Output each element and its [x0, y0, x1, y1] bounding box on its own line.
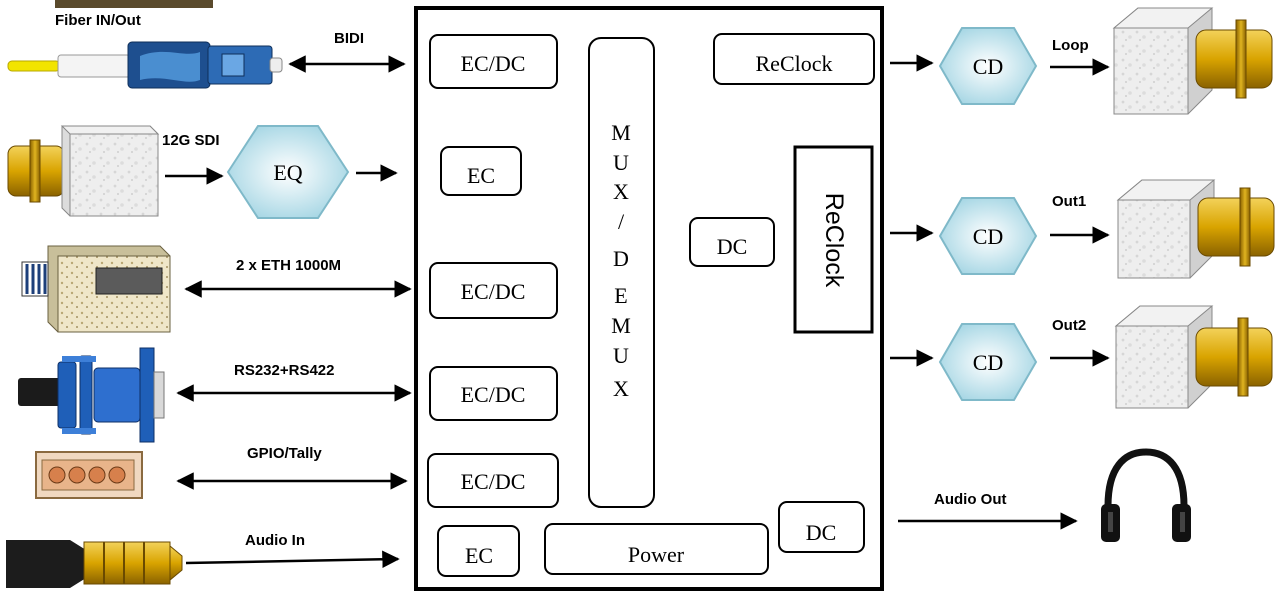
out1-output: CD Out1: [890, 179, 1275, 279]
eq-label: EQ: [273, 160, 302, 185]
audio-out-label: Audio Out: [934, 491, 1006, 508]
ec-block-2: [437, 525, 520, 577]
out2-label: Out2: [1052, 317, 1086, 334]
ecdc-block-2: [429, 262, 558, 319]
cd-label-out2: CD: [973, 350, 1004, 375]
eth-label: 2 x ETH 1000M: [236, 257, 341, 274]
power-block: [544, 523, 769, 575]
ecdc-block-1-label: EC/DC: [461, 51, 526, 76]
sdi-label: 12G SDI: [162, 132, 220, 149]
reclock-top-label: ReClock: [756, 51, 833, 76]
reclock-vertical-block: [793, 145, 874, 334]
svg-text:/: /: [618, 209, 625, 234]
ecdc-block-3: [429, 366, 558, 421]
audio-in-arrow: [185, 550, 400, 569]
ec-block-1: [440, 146, 522, 196]
svg-text:X: X: [613, 179, 629, 204]
ethernet-jack-icon: [21, 245, 171, 333]
gpio-label: GPIO/Tally: [247, 445, 322, 462]
db9-connector-icon: [18, 347, 165, 443]
terminal-block-icon: [35, 451, 143, 499]
out2-output: CD Out2: [890, 305, 1273, 409]
fiber-top-strip: [55, 0, 213, 8]
dc-bottom-label: DC: [806, 520, 837, 545]
fiber-title: Fiber IN/Out: [55, 12, 141, 29]
loop-output: CD Loop: [890, 7, 1273, 115]
ecdc-block-1: [429, 34, 558, 89]
gpio-input: GPIO/Tally: [35, 445, 408, 499]
dc-bottom-block: [778, 501, 865, 553]
bnc-connector-icon: [1114, 305, 1273, 409]
ecdc-block-3-label: EC/DC: [461, 382, 526, 407]
mux-demux-block: [588, 37, 655, 508]
ecdc-block-4: [427, 453, 559, 508]
sdi-input: 12G SDI EQ: [7, 125, 398, 219]
fiber-connector-icon: [7, 41, 283, 89]
svg-text:U: U: [613, 343, 629, 368]
power-label: Power: [628, 542, 685, 567]
audio-input: Audio In: [6, 532, 400, 588]
ecdc-block-2-label: EC/DC: [461, 279, 526, 304]
ec-block-2-label: EC: [465, 543, 493, 568]
cd-label-out1: CD: [973, 224, 1004, 249]
dc-mid-block: [689, 217, 775, 267]
dc-mid-label: DC: [717, 234, 748, 259]
cd-label-loop: CD: [973, 54, 1004, 79]
reclock-top-block: [713, 33, 875, 85]
bidi-label: BIDI: [334, 30, 364, 47]
bnc-connector-icon: [1116, 179, 1275, 279]
audio-in-label: Audio In: [245, 532, 305, 549]
reclock-vertical-label: ReClock: [820, 193, 848, 288]
svg-text:M: M: [611, 313, 631, 338]
ec-block-1-label: EC: [467, 163, 495, 188]
serial-label: RS232+RS422: [234, 362, 335, 379]
mux-demux-label: M U X / D E M U X: [611, 120, 631, 401]
headphones-icon: [1101, 448, 1191, 542]
bnc-connector-icon: [7, 125, 160, 217]
loop-label: Loop: [1052, 37, 1089, 54]
cd-hexagon-out1: [938, 197, 1038, 275]
cd-hexagon-out2: [938, 323, 1038, 401]
eq-hexagon: [226, 125, 350, 219]
svg-text:E: E: [614, 283, 627, 308]
svg-text:M: M: [611, 120, 631, 145]
audio-plug-icon: [6, 540, 183, 588]
processing-block: EC/DC EC EC/DC EC/DC EC/DC EC M U X / D …: [414, 6, 884, 591]
bnc-connector-icon: [1112, 7, 1273, 115]
svg-text:U: U: [613, 150, 629, 175]
svg-text:X: X: [613, 376, 629, 401]
out1-label: Out1: [1052, 193, 1086, 210]
fiber-input: Fiber IN/Out BIDI: [7, 0, 406, 89]
eth-input: 2 x ETH 1000M: [21, 245, 412, 333]
ecdc-block-4-label: EC/DC: [461, 469, 526, 494]
cd-hexagon-loop: [938, 27, 1038, 105]
audio-output: Audio Out: [898, 448, 1191, 542]
serial-input: RS232+RS422: [18, 347, 412, 443]
svg-text:D: D: [613, 246, 629, 271]
